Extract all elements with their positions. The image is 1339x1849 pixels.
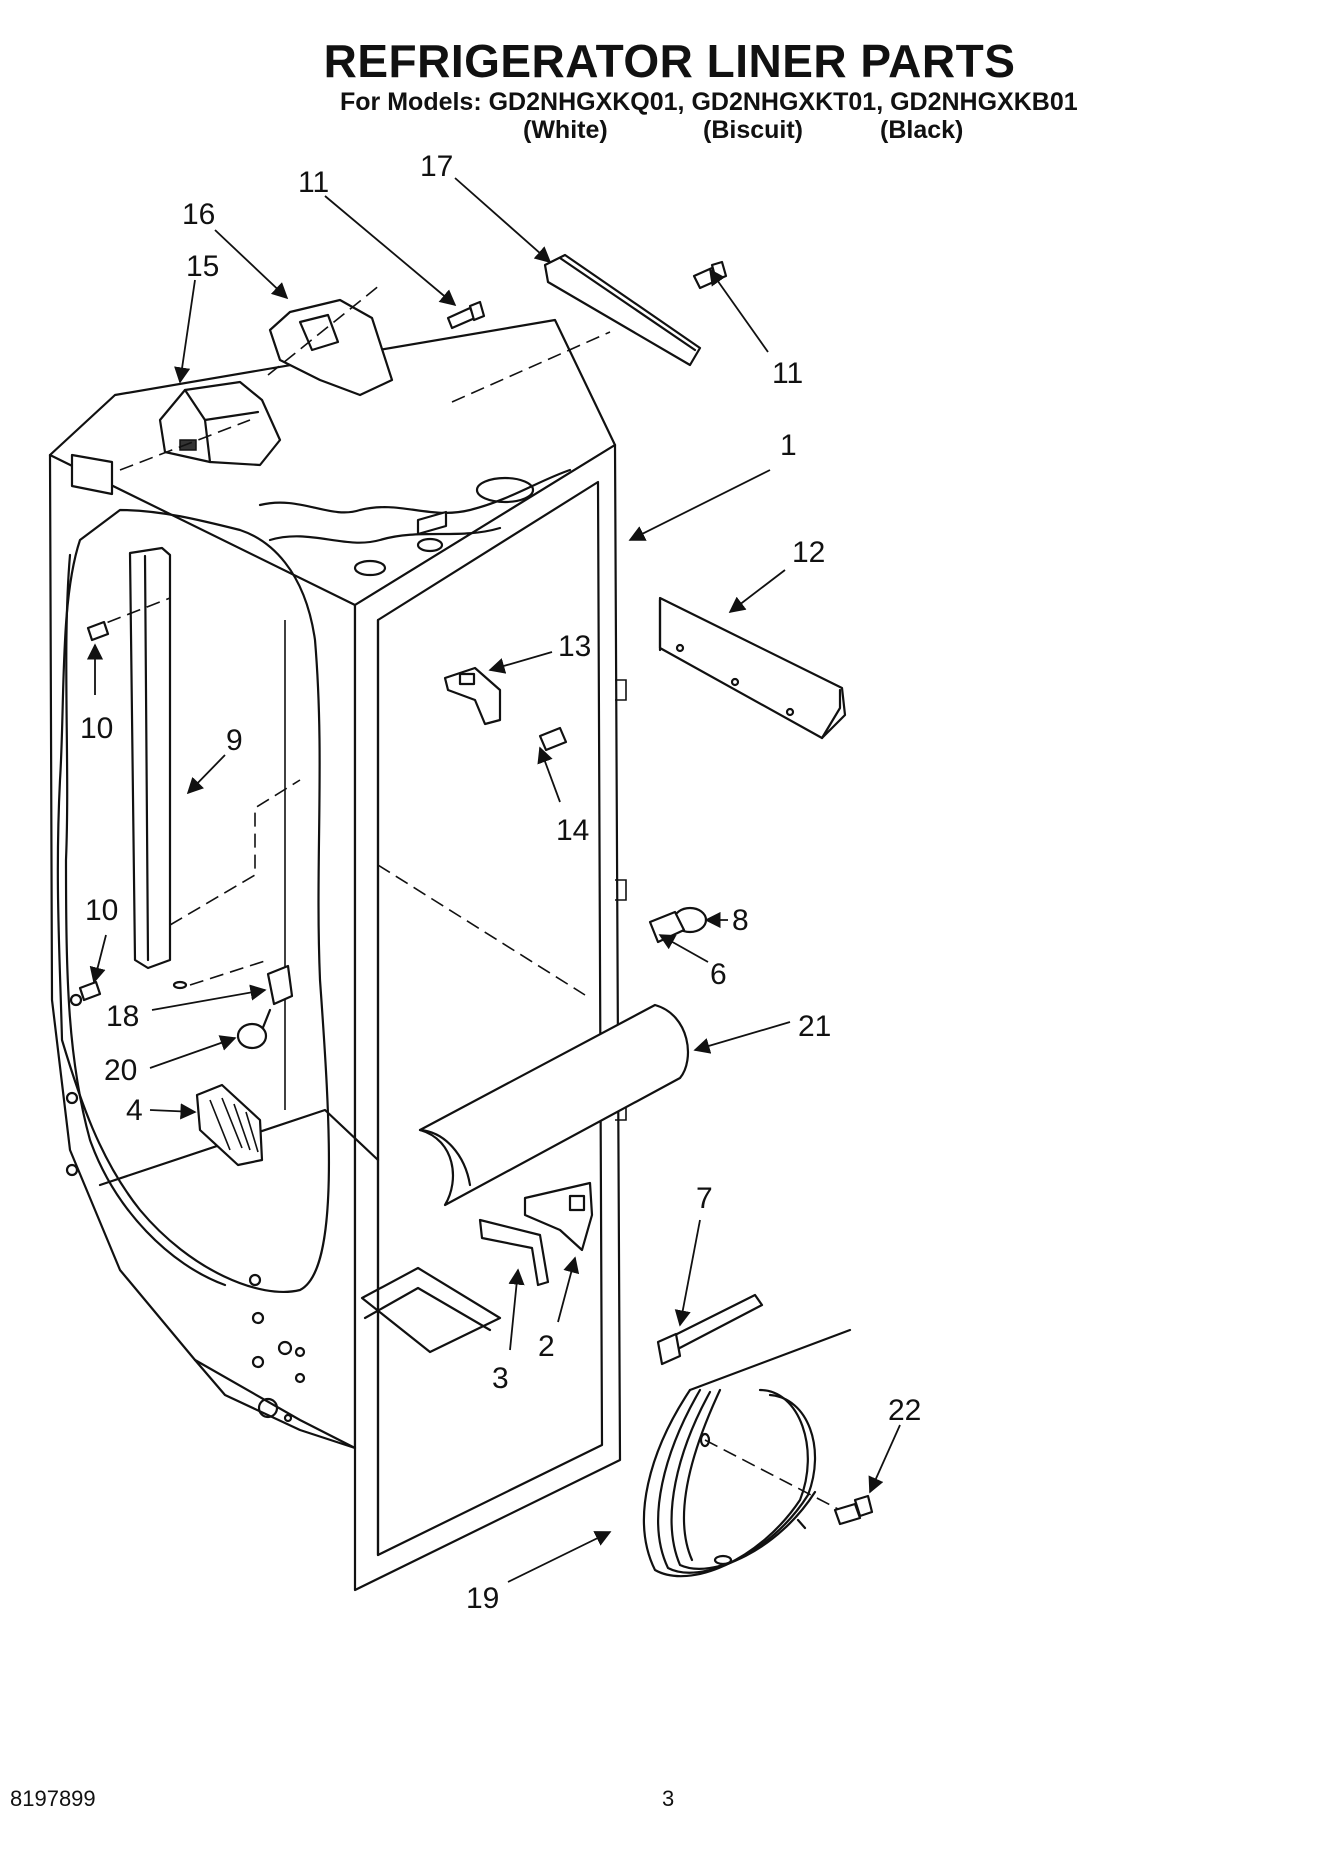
callout-14: 14: [556, 814, 589, 847]
callout-10-bottom: 10: [85, 894, 118, 927]
part-13-bracket: [443, 666, 502, 726]
part-12-rail: [658, 596, 847, 740]
part-15-16-top-module: [119, 284, 394, 471]
callout-7: 7: [696, 1182, 713, 1215]
page-title: REFRIGERATOR LINER PARTS: [323, 35, 1016, 87]
callout-6: 6: [710, 958, 727, 991]
variant-black: (Black): [880, 116, 964, 144]
part-19-tubing-coil: [642, 1328, 852, 1578]
models-line: For Models: GD2NHGXKQ01, GD2NHGXKT01, GD…: [340, 88, 1078, 116]
callout-16: 16: [182, 198, 215, 231]
callout-15: 15: [186, 250, 219, 283]
part-14-screw: [538, 726, 568, 752]
callout-4: 4: [126, 1094, 143, 1127]
variant-white: (White): [523, 116, 608, 144]
part-4-grille: [195, 1083, 264, 1167]
part-8-6-fitting: [648, 906, 708, 944]
part-18-20-lamp: [172, 959, 294, 1050]
callout-8: 8: [732, 904, 749, 937]
callout-11-right: 11: [772, 357, 803, 390]
callout-13: 13: [558, 630, 591, 663]
part-17-rail: [451, 253, 702, 403]
part-22-screw: [833, 1494, 874, 1526]
part-10-screws: [78, 620, 110, 1002]
callout-19: 19: [466, 1582, 499, 1615]
callout-10-top: 10: [80, 712, 113, 745]
callout-22: 22: [888, 1394, 921, 1427]
callout-11-top: 11: [298, 166, 329, 199]
callout-17: 17: [420, 150, 453, 183]
callout-12: 12: [792, 536, 825, 569]
part-2-3-brackets: [478, 1181, 594, 1287]
callout-3: 3: [492, 1362, 509, 1395]
part-7-cable-tie: [656, 1293, 764, 1366]
callout-1: 1: [780, 429, 797, 462]
callout-9: 9: [226, 724, 243, 757]
part-11-screw-right: [692, 260, 728, 290]
callout-21: 21: [798, 1010, 831, 1043]
variant-biscuit: (Biscuit): [703, 116, 803, 144]
callout-18: 18: [106, 1000, 139, 1033]
leader-lines: [86, 177, 901, 1583]
page-number: 3: [662, 1786, 675, 1811]
part-9-shelf-support: [87, 546, 301, 970]
doc-number: 8197899: [10, 1786, 96, 1811]
part-21-cover: [418, 1003, 690, 1207]
callout-20: 20: [104, 1054, 137, 1087]
callout-2: 2: [538, 1330, 555, 1363]
part-11-screw-top: [446, 300, 486, 330]
